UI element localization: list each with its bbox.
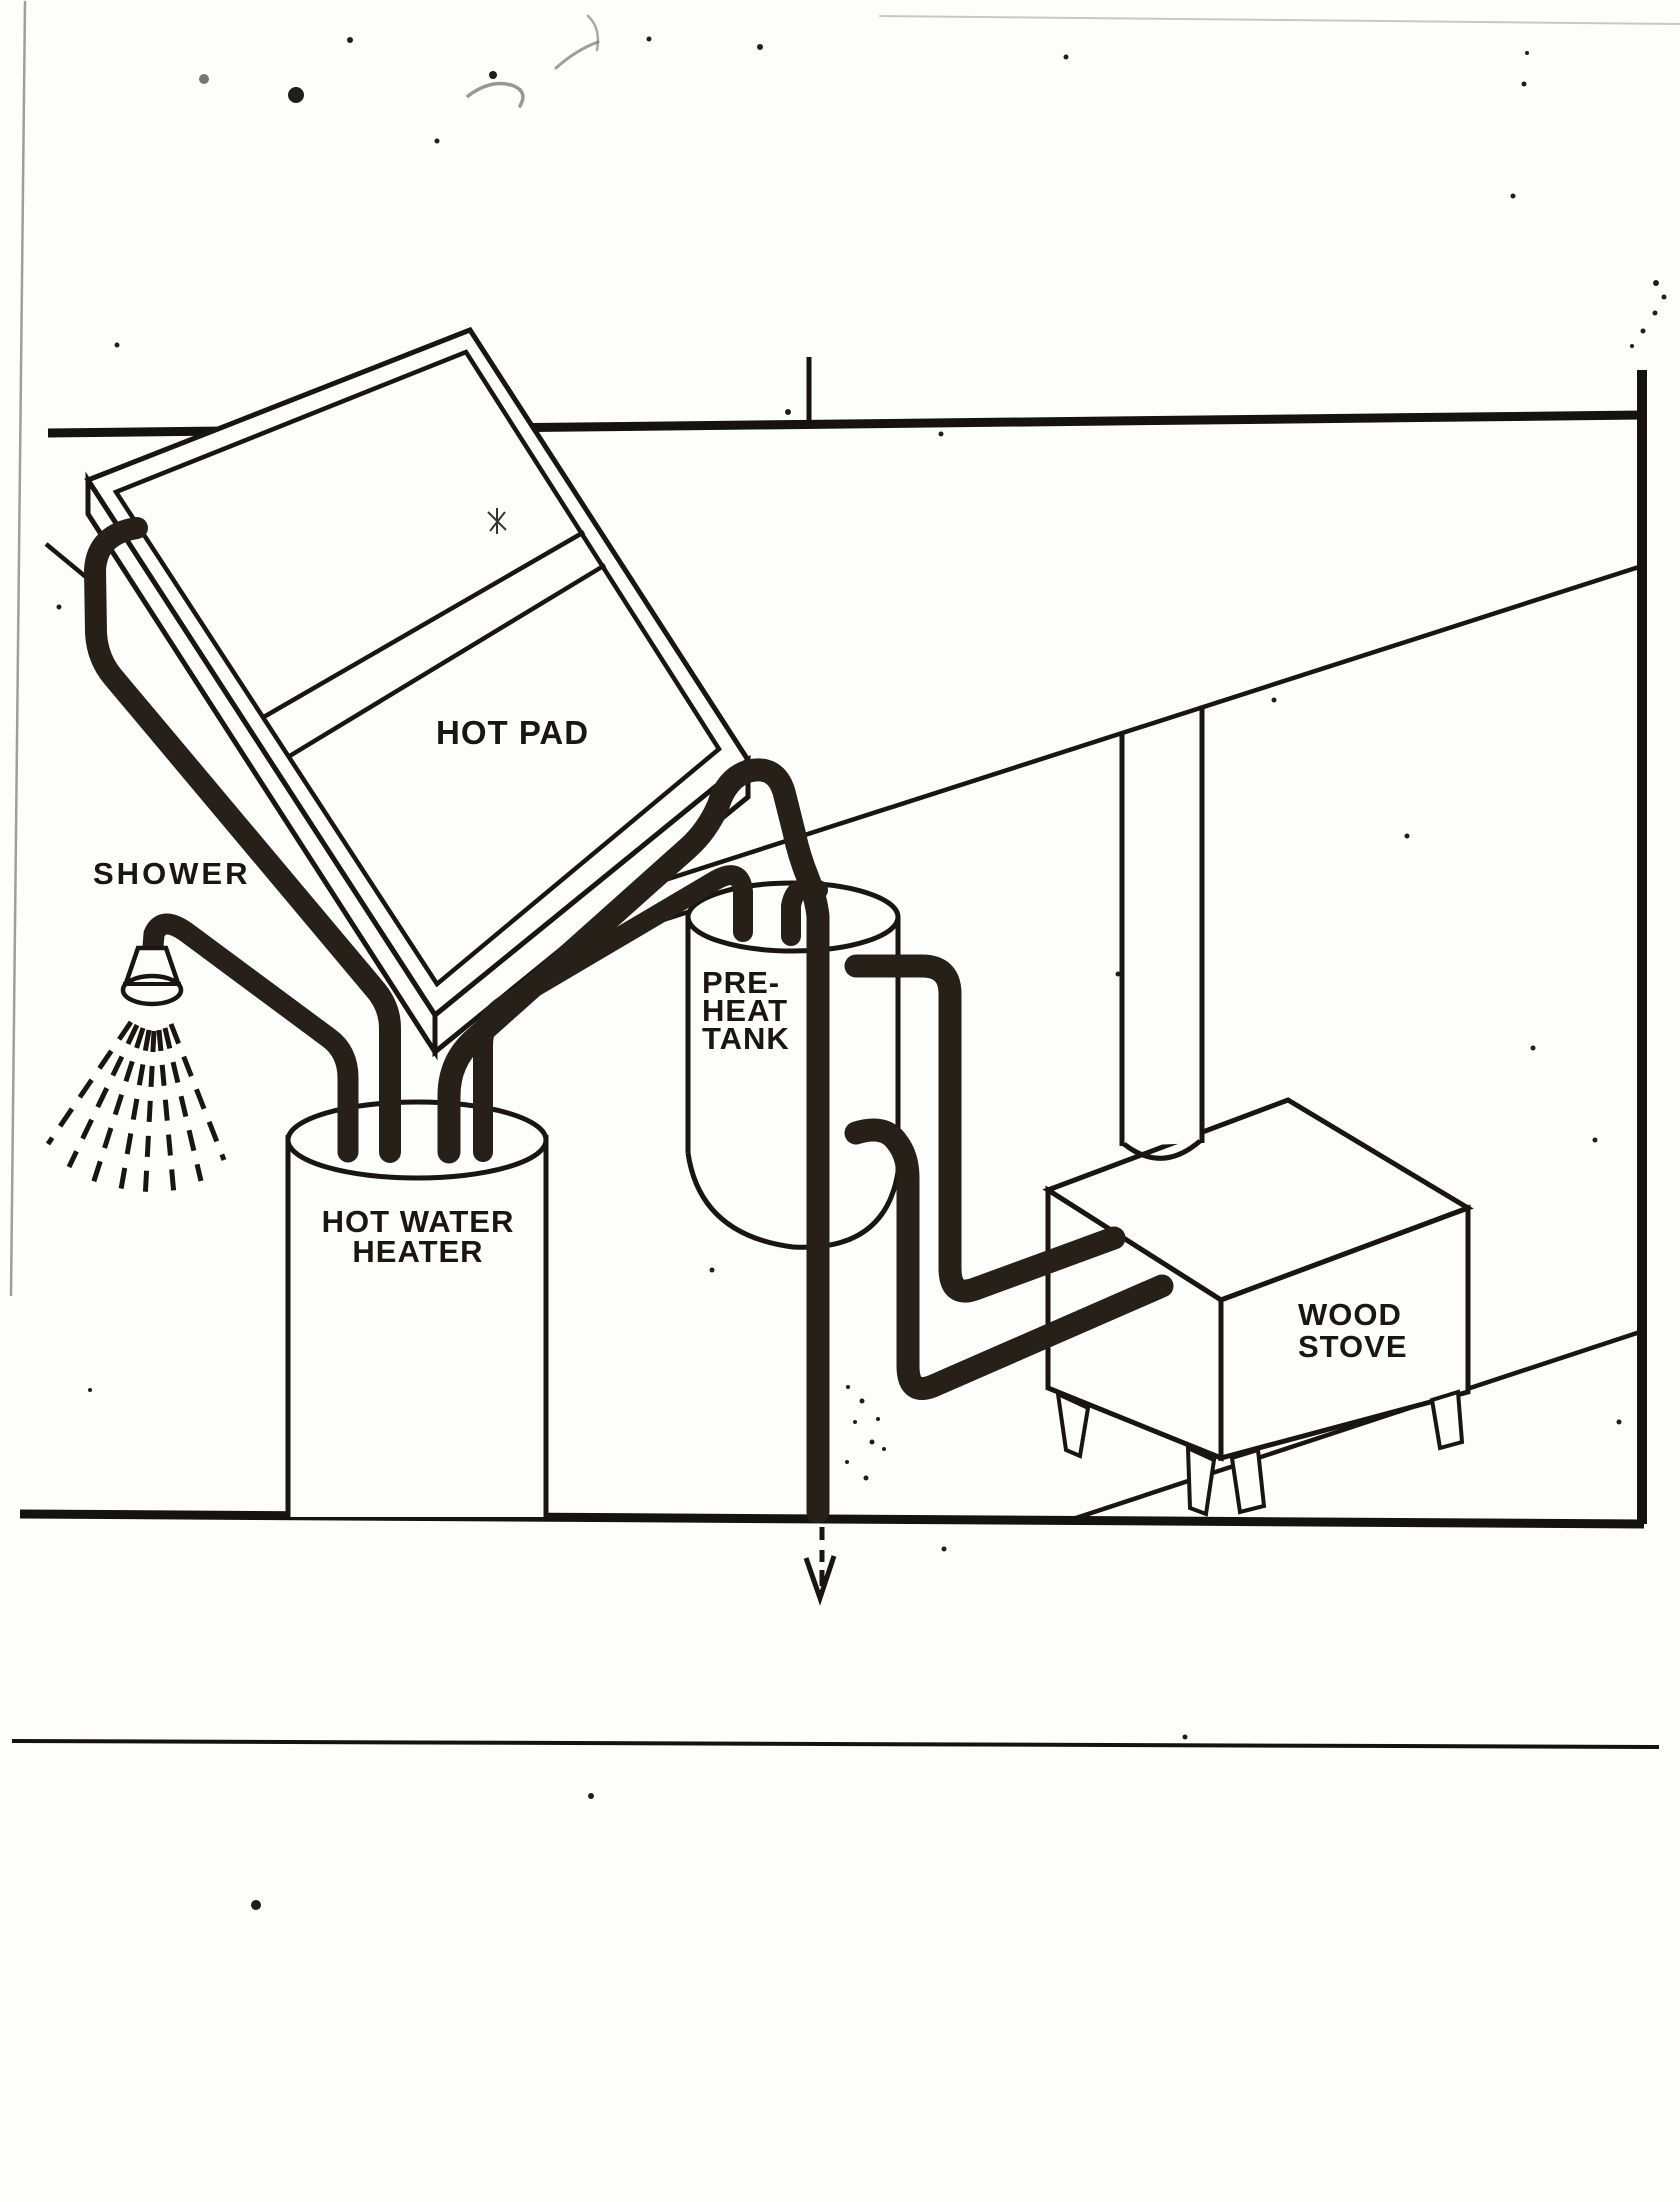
- panel-divider: [286, 563, 607, 759]
- pre-heat-tank-label: PRE- HEAT TANK: [702, 965, 790, 1056]
- stove-leg: [1055, 1390, 1091, 1459]
- hot-pad-collector: [84, 326, 752, 1061]
- page-edge-line: [9, 0, 27, 1297]
- page-separator-line: [11, 1739, 1660, 1749]
- hot-water-heater-label-line1: HOT WATER: [321, 1204, 515, 1239]
- hot-pad-label: HOT PAD: [436, 714, 590, 751]
- water-spray: [45, 1020, 227, 1201]
- pen-scribble: [466, 81, 525, 108]
- pipes: [84, 517, 1174, 1524]
- pre-heat-tank-label-line3: TANK: [702, 1021, 790, 1056]
- pre-heat-tank-label-line1: PRE-: [702, 965, 781, 1000]
- pre-heat-tank-label-line2: HEAT: [702, 993, 789, 1028]
- arrowhead: [803, 1555, 837, 1606]
- scan-artifacts: [9, 0, 1680, 1297]
- shower-pipe: [141, 913, 359, 1163]
- tank-bottom: [685, 1152, 901, 1250]
- heater-top: [285, 1099, 549, 1181]
- shower: [45, 945, 227, 1201]
- paper-top-edge: [879, 15, 1680, 25]
- hot-water-heater-label: HOT WATER HEATER: [318, 1204, 518, 1269]
- collector-supply-pipe: [84, 517, 401, 1163]
- floor-line: [1075, 1329, 1641, 1521]
- wood-stove-right-face: [1218, 1204, 1471, 1462]
- wood-stove-label-line2: STOVE: [1298, 1329, 1408, 1364]
- hot-water-heater: [285, 1099, 549, 1517]
- pen-scribble: [586, 14, 600, 52]
- heater-to-tank-pipe: [473, 865, 753, 1162]
- shower-label: SHOWER: [93, 856, 251, 891]
- panel-divider: [260, 530, 586, 720]
- chimney-pipe: [1119, 707, 1205, 1161]
- tank-to-stove-lower-pipe: [844, 1118, 1174, 1400]
- wood-stove: [1045, 1185, 1471, 1517]
- hot-water-heater-label-line2: HEATER: [352, 1234, 484, 1269]
- tank-inlet-stub: [781, 878, 828, 946]
- pen-scribble: [554, 40, 600, 70]
- stove-leg: [1429, 1389, 1465, 1451]
- wood-stove-label-line1: WOOD: [1298, 1297, 1402, 1332]
- shower-head: [120, 973, 184, 1007]
- wood-stove-label: WOOD STOVE: [1298, 1299, 1408, 1363]
- hot-pad-inner-border: [112, 349, 722, 988]
- flow-down-arrow: [803, 1527, 837, 1606]
- stove-leg: [1185, 1444, 1217, 1517]
- frame-bottom: [19, 1509, 1645, 1529]
- tank-to-stove-upper-pipe: [844, 954, 1126, 1303]
- pen-tick-mark: [487, 508, 507, 534]
- stove-leg: [1229, 1447, 1267, 1515]
- ceiling-line: [611, 563, 1643, 900]
- chimney-base-arc: [1122, 1139, 1202, 1161]
